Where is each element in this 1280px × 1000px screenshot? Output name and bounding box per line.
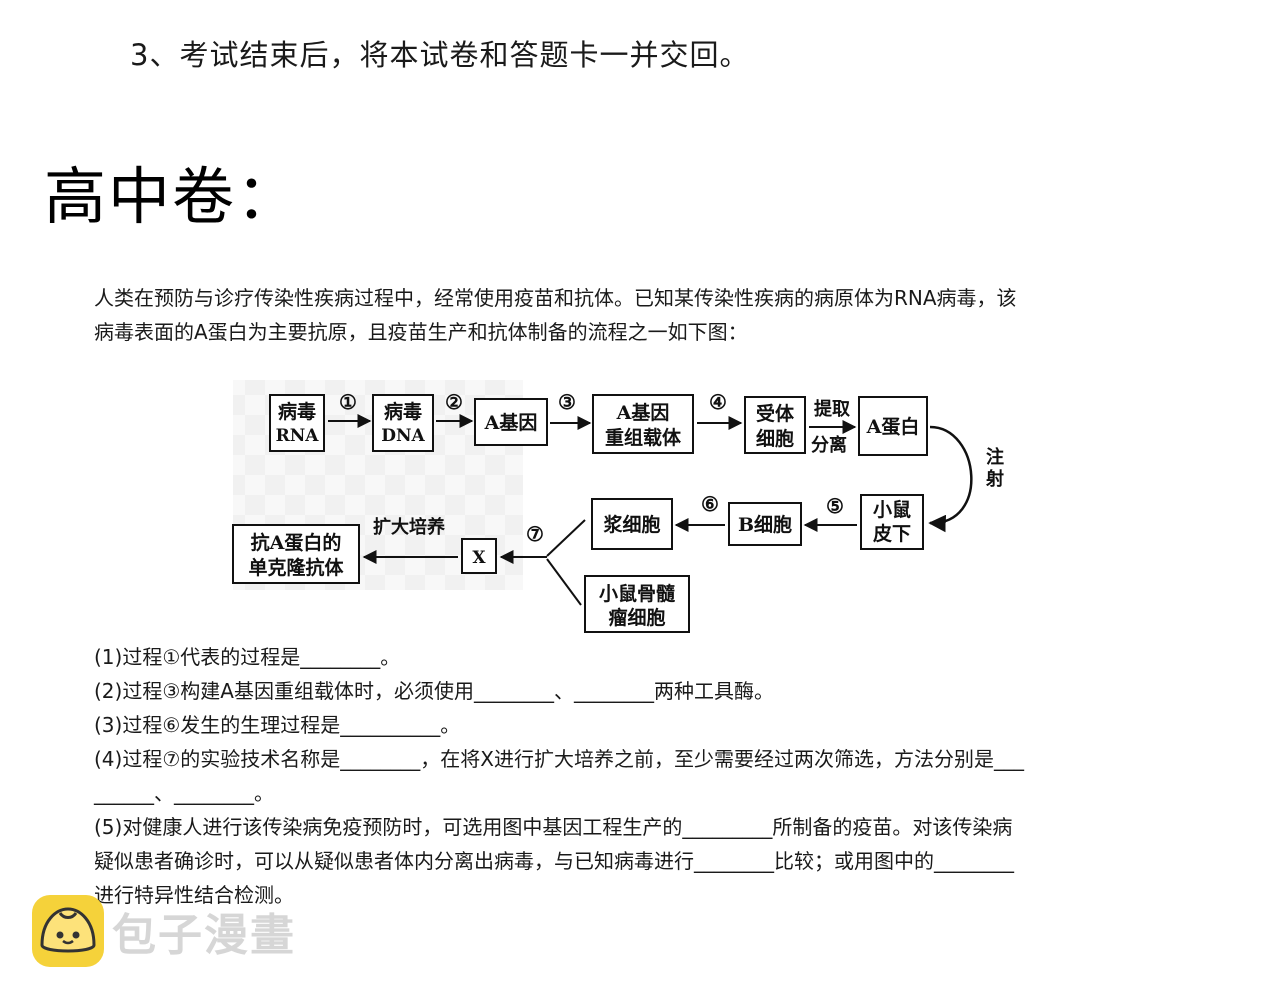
node-antibody-line2: 单克隆抗体 — [248, 556, 344, 579]
node-recombinant-vector: A基因 重组载体 — [592, 394, 694, 454]
watermark-text: 包子漫畫 — [112, 910, 296, 961]
node-vector-line1: A基因 — [616, 401, 670, 424]
question-line: (3)过程⑥发生的生理过程是__________。 — [94, 713, 461, 737]
node-receptor-line2: 细胞 — [756, 427, 794, 450]
question-intro: 人类在预防与诊疗传染性疾病过程中，经常使用疫苗和抗体。已知某传染性疾病的病原体为… — [94, 281, 1174, 349]
node-mouse-line2: 皮下 — [873, 522, 911, 545]
node-myeloma-line2: 瘤细胞 — [608, 606, 665, 629]
node-receptor-cell: 受体 细胞 — [744, 396, 806, 454]
node-virus-rna-line2: RNA — [276, 426, 320, 446]
question-list: (1)过程①代表的过程是________。 (2)过程③构建A基因重组载体时，必… — [94, 640, 1174, 912]
node-myeloma-line1: 小鼠骨髓 — [599, 582, 676, 605]
step-label-6: ⑥ — [701, 492, 719, 516]
edge-label-expand: 扩大培养 — [373, 516, 446, 538]
exam-instruction: 3、考试结束后，将本试卷和答题卡一并交回。 — [130, 38, 750, 72]
node-protein-a-label: A蛋白 — [866, 415, 920, 438]
arrow-inject — [928, 425, 973, 533]
node-protein-a: A蛋白 — [858, 396, 928, 456]
edge-label-inject-2: 射 — [985, 468, 1004, 490]
node-virus-dna-line2: DNA — [381, 426, 425, 446]
edge-label-inject-1: 注 — [986, 446, 1004, 468]
node-vector-line2: 重组载体 — [605, 426, 682, 449]
node-b-cell-label: B细胞 — [738, 513, 792, 536]
node-x: X — [461, 538, 497, 574]
node-gene-a: A基因 — [474, 398, 548, 446]
step-label-3: ③ — [558, 390, 576, 414]
step-label-1: ① — [339, 390, 357, 414]
watermark: 包子漫畫 — [32, 893, 296, 969]
step-label-5: ⑤ — [826, 494, 844, 518]
step-label-4: ④ — [709, 390, 727, 414]
fusion-line-myeloma — [546, 558, 582, 606]
question-line: 进行特异性结合检测。 — [94, 883, 294, 907]
flow-diagram: 病毒 RNA 病毒 DNA A基因 A基因 重组载体 受体 细胞 A蛋白 ① — [225, 375, 1025, 640]
node-mouse-line1: 小鼠 — [873, 498, 911, 521]
node-myeloma-cell: 小鼠骨髓 瘤细胞 — [584, 575, 690, 633]
question-line: (4)过程⑦的实验技术名称是________，在将X进行扩大培养之前，至少需要经… — [94, 747, 1024, 771]
node-virus-rna-line1: 病毒 — [278, 400, 316, 423]
section-title: 高中卷： — [44, 160, 301, 233]
step-label-2: ② — [445, 390, 463, 414]
node-receptor-line1: 受体 — [756, 402, 795, 425]
bun-face-icon — [32, 895, 104, 967]
fusion-line-plasma — [546, 519, 586, 557]
edge-label-extract-top: 提取 — [814, 398, 851, 420]
node-antibody-line1: 抗A蛋白的 — [251, 531, 342, 554]
intro-line: 病毒表面的A蛋白为主要抗原，且疫苗生产和抗体制备的流程之一如下图： — [94, 320, 748, 344]
node-virus-rna: 病毒 RNA — [269, 394, 325, 452]
intro-line: 人类在预防与诊疗传染性疾病过程中，经常使用疫苗和抗体。已知某传染性疾病的病原体为… — [94, 286, 1017, 310]
node-b-cell: B细胞 — [728, 502, 802, 546]
question-line: (1)过程①代表的过程是________。 — [94, 645, 401, 669]
node-plasma-label: 浆细胞 — [603, 513, 660, 536]
question-line: (2)过程③构建A基因重组载体时，必须使用________、________两种… — [94, 679, 774, 703]
node-monoclonal-antibody: 抗A蛋白的 单克隆抗体 — [232, 524, 360, 584]
node-plasma-cell: 浆细胞 — [591, 498, 673, 550]
node-mouse-subq: 小鼠 皮下 — [860, 494, 924, 550]
step-label-7: ⑦ — [526, 522, 544, 546]
question-line: 疑似患者确诊时，可以从疑似患者体内分离出病毒，与已知病毒进行________比较… — [94, 849, 1014, 873]
edge-label-extract-bottom: 分离 — [811, 434, 847, 456]
node-gene-a-label: A基因 — [484, 411, 538, 434]
node-virus-dna: 病毒 DNA — [372, 394, 434, 452]
question-line: ______、________。 — [94, 781, 274, 805]
node-x-label: X — [472, 548, 486, 568]
question-line: (5)对健康人进行该传染病免疫预防时，可选用图中基因工程生产的_________… — [94, 815, 1013, 839]
node-virus-dna-line1: 病毒 — [384, 400, 422, 423]
